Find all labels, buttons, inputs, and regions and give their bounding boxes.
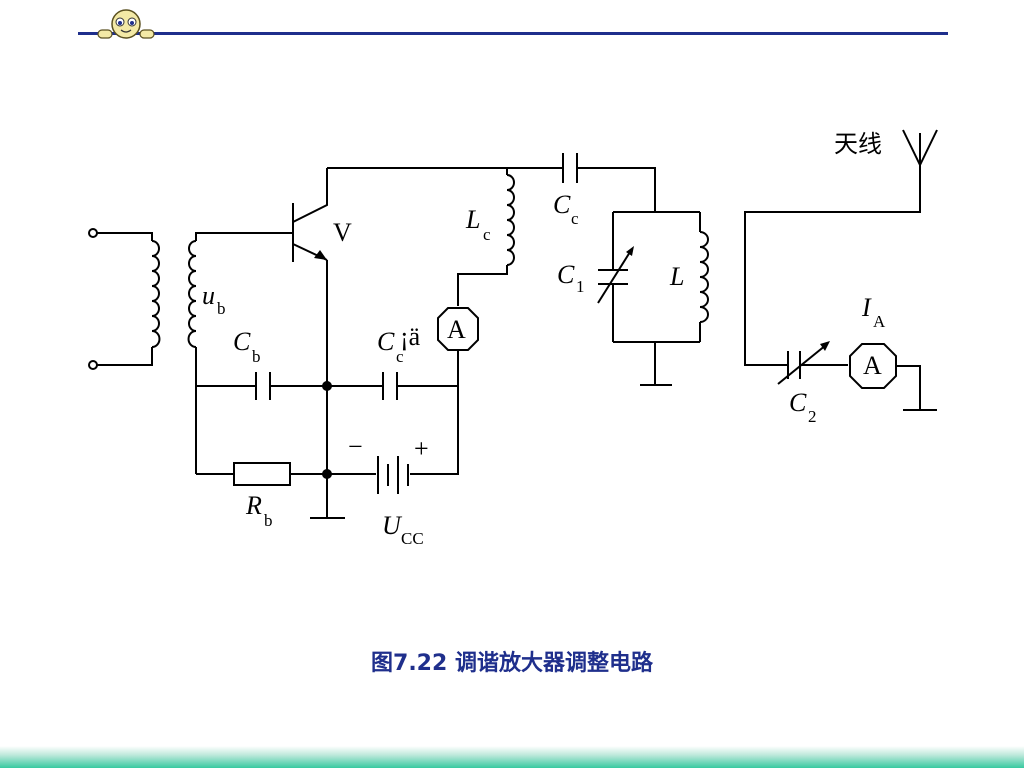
label-cc-bypass: C <box>377 327 395 356</box>
label-c2: C <box>789 388 807 417</box>
ammeter-2-label: A <box>863 351 882 380</box>
label-ub-sub: b <box>217 299 226 318</box>
label-c1-sub: 1 <box>576 277 585 296</box>
capacitor-cc <box>562 153 578 183</box>
label-c1: C <box>557 260 575 289</box>
label-ucc: U <box>382 511 403 540</box>
footer-bar <box>0 746 1024 768</box>
figure-caption: 图7.22 调谐放大器调整电路 <box>371 651 653 676</box>
label-cb-sub: b <box>252 347 261 366</box>
capacitor-cb <box>255 372 271 400</box>
tuned-amplifier-circuit: V u b L c C c C 1 L C b C c ¡ä A I A A C… <box>88 129 938 548</box>
capacitor-cc-bypass <box>382 372 398 400</box>
battery-ucc <box>377 456 409 494</box>
antenna-circuit <box>744 129 938 411</box>
label-cc-sub: c <box>571 209 579 228</box>
label-ia-sub: A <box>873 312 886 331</box>
label-ucc-sub: CC <box>401 529 424 548</box>
label-lc-sub: c <box>483 225 491 244</box>
label-cb: C <box>233 327 251 356</box>
resistor-rb <box>233 462 291 486</box>
label-cc-bypass-sub: c <box>396 347 404 366</box>
ammeter-1-label: A <box>447 315 466 344</box>
coil-lc <box>457 168 515 306</box>
label-v: V <box>333 218 352 247</box>
input-transformer <box>88 228 293 474</box>
mascot-logo <box>97 9 155 39</box>
label-cc: C <box>553 190 571 219</box>
label-c2-sub: 2 <box>808 407 817 426</box>
label-minus: − <box>348 432 363 461</box>
tank-circuit <box>597 211 709 386</box>
label-rb: R <box>245 491 262 520</box>
label-ia: I <box>861 293 872 322</box>
transistor-v <box>292 168 328 518</box>
label-ub: u <box>202 281 215 310</box>
label-rb-sub: b <box>264 511 273 530</box>
label-plus: + <box>414 434 429 463</box>
ammeter-1 <box>410 307 479 475</box>
label-garbled-prime: ¡ä <box>400 322 421 351</box>
header-line <box>78 32 948 35</box>
label-antenna: 天线 <box>834 130 882 158</box>
label-lc: L <box>465 205 480 234</box>
label-l: L <box>669 262 684 291</box>
